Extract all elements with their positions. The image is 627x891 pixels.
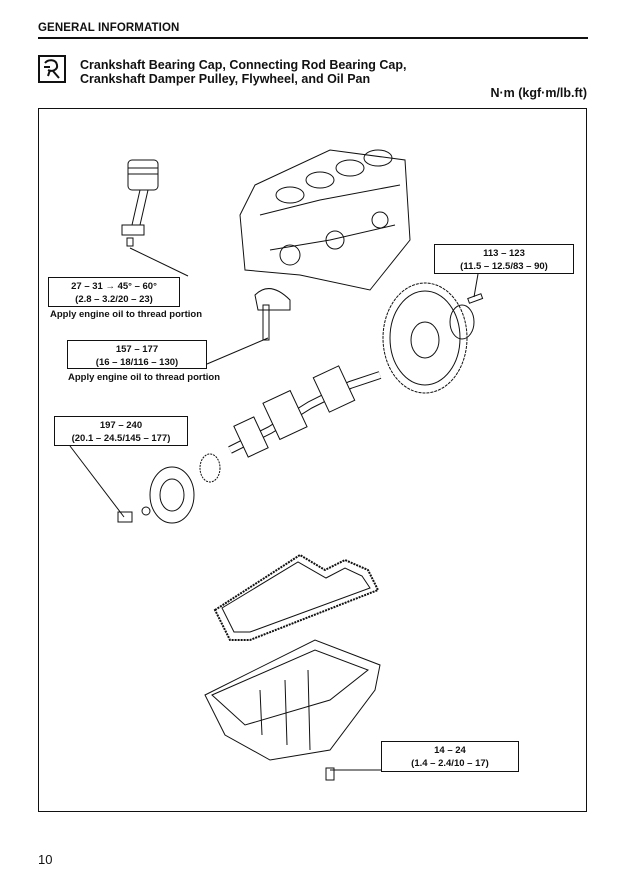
torque-value: 197 – 240 [99,420,143,431]
engine-block-illustration [239,149,411,291]
callout-note: Apply engine oil to thread portion [50,309,202,320]
torque-callout-oil-pan: 14 – 24 (1.4 – 2.4/10 – 17) [381,741,519,772]
torque-value-alt-units: (2.8 – 3.2/20 – 23) [75,294,153,305]
torque-value-alt-units: (11.5 – 12.5/83 – 90) [460,261,548,272]
torque-callout-flywheel: 113 – 123 (11.5 – 12.5/83 – 90) [434,244,574,274]
torque-value: 27 – 31 → 45° – 60° [71,281,157,292]
torque-callout-crankshaft-bearing-cap: 157 – 177 (16 – 18/116 – 130) [67,340,207,369]
diagram-frame [38,108,587,812]
torque-wrench-icon [38,55,66,83]
callout-note: Apply engine oil to thread portion [68,372,220,383]
torque-value-alt-units: (1.4 – 2.4/10 – 17) [411,758,489,769]
title-line-1: Crankshaft Bearing Cap, Connecting Rod B… [80,58,407,72]
torque-value: 157 – 177 [115,344,159,355]
torque-unit: N·m (kgf·m/lb.ft) [490,86,587,100]
page-title: Crankshaft Bearing Cap, Connecting Rod B… [80,58,406,86]
title-line-2: Crankshaft Damper Pulley, Flywheel, and … [80,72,371,86]
page-number: 10 [38,852,53,867]
torque-callout-connecting-rod-cap: 27 – 31 → 45° – 60° (2.8 – 3.2/20 – 23) [48,277,180,307]
section-header: GENERAL INFORMATION [38,22,180,34]
flywheel-illustration [382,282,484,394]
piston-illustration [121,159,159,247]
torque-value-alt-units: (16 – 18/116 – 130) [95,357,179,368]
oil-pan-gasket-illustration [213,553,380,641]
leader-lines [69,247,479,771]
damper-pulley-illustration [117,453,221,524]
crankshaft-illustration [228,365,382,458]
header-rule [38,37,588,39]
torque-value-alt-units: (20.1 – 24.5/145 – 177) [71,433,171,444]
oil-pan-illustration [204,639,381,781]
torque-value: 14 – 24 [434,745,466,756]
torque-value: 113 – 123 [483,248,525,259]
torque-callout-damper-pulley: 197 – 240 (20.1 – 24.5/145 – 177) [54,416,188,446]
bearing-cap-illustration [254,288,291,341]
